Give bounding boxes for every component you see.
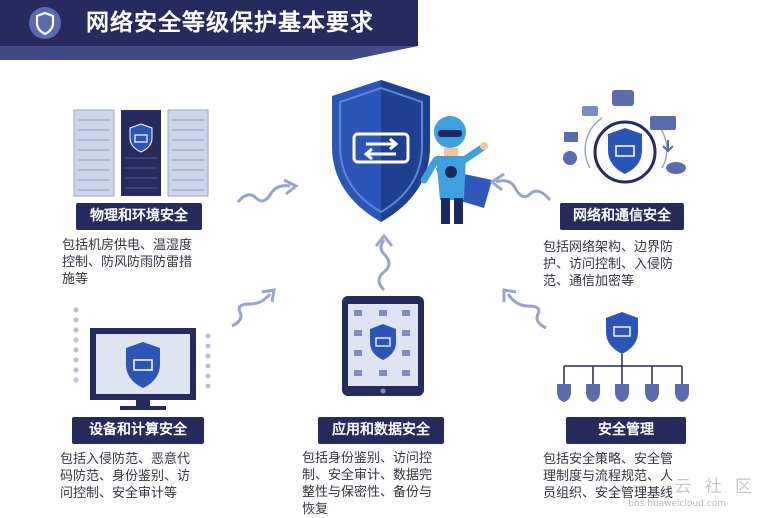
management-hierarchy-icon	[556, 310, 696, 402]
arrow-mgmt-to-center-icon	[498, 286, 550, 332]
desc-physical-security: 包括机房供电、温湿度 控制、防风防雨防雷措 施等	[62, 238, 193, 287]
desc-network-security: 包括网络架构、边界防 护、访问控制、入侵防 范、通信加密等	[543, 240, 674, 289]
label-network-security: 网络和通信安全	[560, 203, 684, 230]
desc-app-data-security: 包括身份鉴别、访问控 制、安全审计、数据完 整性与保密性、备份与 恢复	[302, 451, 433, 517]
server-rack-icon	[72, 108, 212, 198]
arrow-network-to-center-icon	[488, 172, 554, 206]
tablet-application-icon	[340, 294, 426, 398]
arrow-app-to-center-icon	[370, 232, 398, 292]
watermark-url: bbs.huaweicloud.com	[628, 499, 726, 509]
central-shield-icon	[326, 76, 436, 226]
label-security-management: 安全管理	[566, 417, 686, 444]
shield-logo-icon	[28, 6, 62, 40]
desc-device-security: 包括入侵防范、恶意代 码防范、身份鉴别、访 问控制、安全审计等	[60, 452, 191, 501]
label-device-security: 设备和计算安全	[72, 417, 204, 444]
superhero-mascot-icon	[414, 108, 494, 228]
watermark-text: 云 社 区	[674, 477, 756, 497]
desc-security-management: 包括安全策略、安全管 理制度与流程规范、人 员组织、安全管理基线	[543, 452, 674, 501]
label-physical-security: 物理和环境安全	[76, 203, 202, 230]
monitor-device-icon	[70, 304, 216, 412]
label-app-data-security: 应用和数据安全	[318, 417, 444, 444]
arrow-physical-to-center-icon	[234, 178, 300, 208]
arrow-device-to-center-icon	[228, 286, 280, 330]
network-communication-icon	[550, 88, 700, 200]
header-banner	[0, 0, 418, 46]
header-banner-shadow	[0, 46, 418, 60]
page-title: 网络安全等级保护基本要求	[86, 10, 374, 36]
